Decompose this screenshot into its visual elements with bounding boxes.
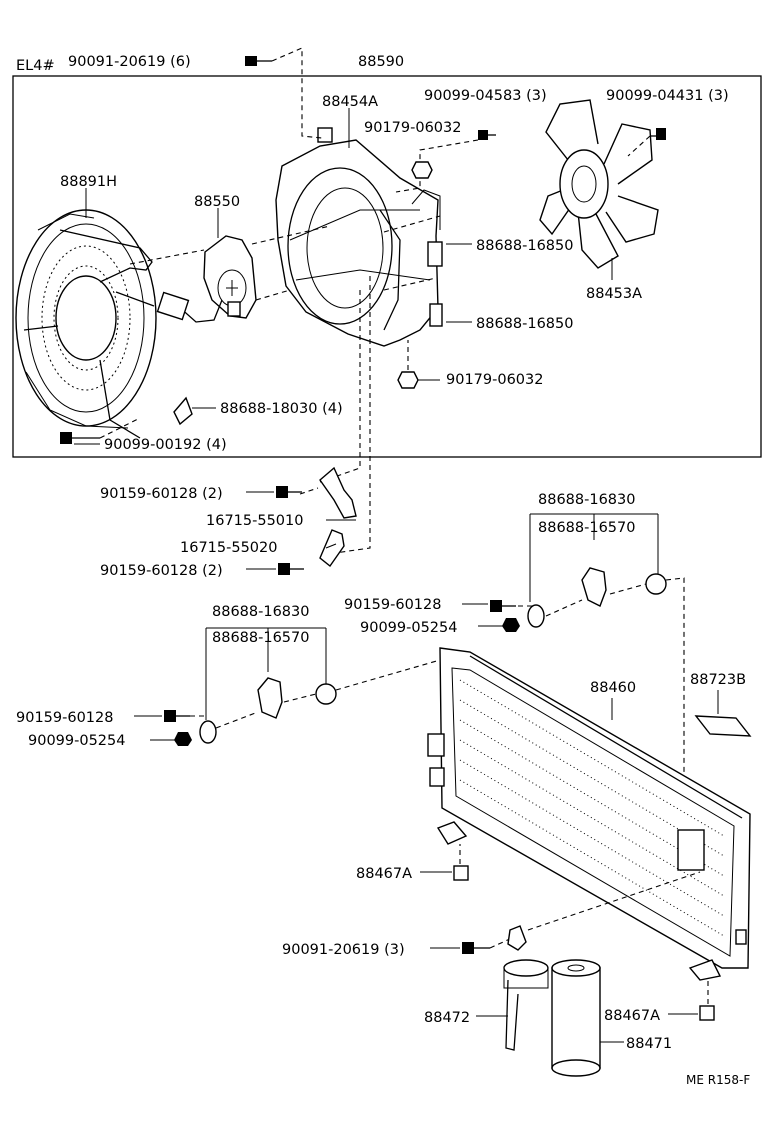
callout-cushion-r-mid: 88688-16570 [538, 520, 636, 536]
cushion-l-dash [190, 659, 441, 729]
cushion-r-bracket [529, 513, 659, 602]
fan-blade-part [539, 99, 659, 269]
screw-top-dash [271, 47, 323, 139]
callout-screw-top: 90091-20619 (6) [68, 54, 191, 70]
callout-cushion-lower-r: 88467A [604, 1008, 660, 1024]
callout-cushion-l-mid: 88688-16570 [212, 630, 310, 646]
bracket-align-dash [299, 290, 361, 495]
screw-bottom-part [462, 942, 490, 954]
callout-screw-fan2: 90099-04431 (3) [606, 88, 729, 104]
motor-align-dash [129, 215, 441, 555]
bracket-a-part [276, 466, 357, 519]
cushion-r-dash [518, 577, 709, 811]
screw-guard-part [60, 432, 100, 444]
callout-bracket-a: 16715-55010 [206, 513, 304, 529]
callout-screw-bottom: 90091-20619 (3) [282, 942, 405, 958]
fan-guard-part [15, 209, 157, 439]
callout-shroud-bracket: 88454A [322, 94, 378, 110]
screw-fan-dash [395, 139, 479, 193]
cushion-lower-l-part [453, 865, 469, 881]
callout-receiver: 88471 [626, 1036, 672, 1052]
callout-bracket-b: 16715-55020 [180, 540, 278, 556]
callout-clip: 88688-18030 (4) [220, 401, 343, 417]
callout-cushion-lower-l: 88467A [356, 866, 412, 882]
screw-guard-dash [99, 417, 141, 439]
condenser-part [427, 647, 751, 981]
label-plate-part [694, 715, 752, 737]
callout-bolt-r: 90159-60128 [344, 597, 442, 613]
assembly-frame [12, 75, 762, 458]
screw-fan2-dash [627, 135, 651, 157]
callout-nut-r: 90099-05254 [360, 620, 458, 636]
cushion-l-part [164, 677, 337, 746]
callout-nut-l: 90099-05254 [28, 733, 126, 749]
cushion-r-part [490, 567, 667, 632]
callout-motor: 88550 [194, 194, 240, 210]
callout-condenser: 88460 [590, 680, 636, 696]
screw-fan-part [478, 130, 496, 140]
callout-nut-bottom: 90179-06032 [446, 372, 544, 388]
callout-cushion-l-top: 88688-16830 [212, 604, 310, 620]
clip-part [173, 396, 216, 426]
callout-connector-upper: 88688-16850 [476, 238, 574, 254]
callout-fan-blade: 88453A [586, 286, 642, 302]
callout-receiver-bracket: 88472 [424, 1010, 470, 1026]
nut-bottom-part [397, 371, 440, 389]
screw-top-part [245, 56, 272, 66]
callout-cushion-r-top: 88688-16830 [538, 492, 636, 508]
receiver-part [551, 959, 601, 1077]
callout-fan-guard: 88891H [60, 174, 117, 190]
bracket-b-part [278, 529, 345, 575]
cushion-lower-r-part [699, 1005, 715, 1021]
callout-screw-fan: 90099-04583 (3) [424, 88, 547, 104]
callout-bolt-b: 90159-60128 (2) [100, 563, 223, 579]
callout-bolt-l: 90159-60128 [16, 710, 114, 726]
callout-bolt-a: 90159-60128 (2) [100, 486, 223, 502]
callout-assembly: 88590 [358, 54, 404, 70]
bracket-b-leader [325, 543, 337, 549]
footer-code: ME R158-F [686, 1073, 750, 1087]
fan-shroud-part [275, 127, 443, 347]
cushion-l-bracket [205, 627, 327, 720]
fan-motor-part [156, 235, 257, 323]
callout-label-plate: 88723B [690, 672, 746, 688]
variant-code: EL4# [16, 58, 55, 74]
callout-nut-top: 90179-06032 [364, 120, 462, 136]
receiver-bracket-part [503, 925, 549, 1051]
nut-top-part [411, 161, 433, 179]
callout-screw-guard: 90099-00192 (4) [104, 437, 227, 453]
callout-connector-lower: 88688-16850 [476, 316, 574, 332]
screw-fan2-part [650, 128, 666, 140]
